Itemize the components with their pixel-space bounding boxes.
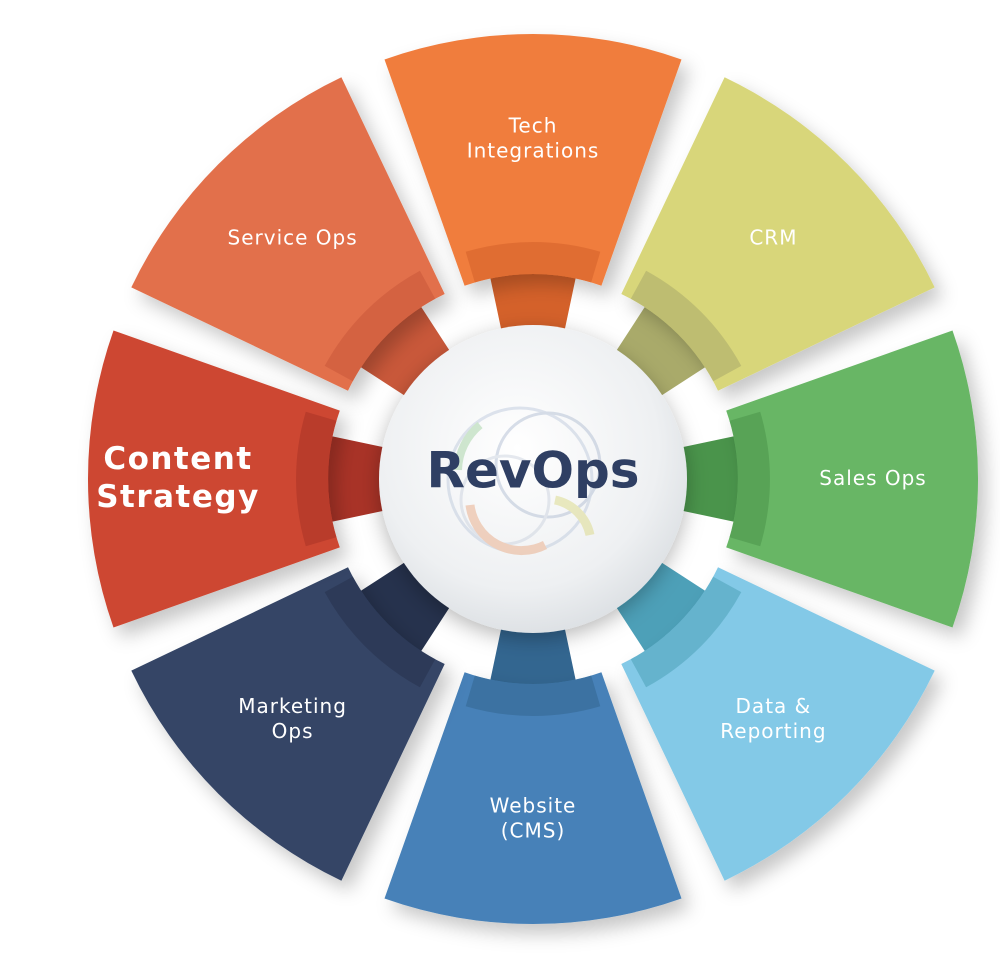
segment-label-line: (CMS) [501, 818, 566, 842]
segment-block [384, 672, 682, 925]
segment-label-line: Ops [272, 718, 314, 742]
watermark-logo-icon [446, 406, 602, 556]
segment-label-line: Content [103, 441, 252, 477]
segment-neck [489, 625, 577, 688]
segment-label-line: Strategy [96, 479, 260, 515]
segment-neck [679, 435, 742, 523]
segment-inner-band [630, 576, 742, 688]
segment-sales-ops: Sales Ops [679, 330, 979, 628]
segment-inner-band [630, 270, 742, 382]
segment-block [384, 33, 682, 286]
segment-service-ops: Service Ops [131, 77, 452, 398]
segment-label-line: Website [490, 793, 577, 817]
segment-inner-band [324, 270, 436, 382]
segment-inner-band [729, 411, 770, 547]
segment-label: CRM [749, 225, 797, 249]
segment-inner-band [324, 576, 436, 688]
segment-website-cms: Website(CMS) [384, 625, 682, 925]
segment-label: Data &Reporting [720, 693, 826, 742]
segment-neck [358, 304, 452, 398]
segment-inner-band [465, 242, 601, 283]
segment-label: Service Ops [228, 225, 358, 249]
segment-neck [324, 435, 387, 523]
segment-crm: CRM [614, 77, 935, 398]
center-hub: RevOps [379, 325, 687, 633]
segment-block [726, 330, 979, 628]
center-hub-disc [379, 325, 687, 633]
segment-neck [614, 560, 708, 654]
segment-data-reporting: Data &Reporting [614, 560, 935, 881]
segment-label-line: CRM [749, 225, 797, 249]
segment-label-line: Data & [736, 693, 812, 717]
segment-label-line: Marketing [238, 693, 347, 717]
segment-inner-band [296, 411, 337, 547]
segment-block [87, 330, 340, 628]
segment-neck [614, 304, 708, 398]
segment-label: Website(CMS) [490, 793, 577, 842]
segment-label-line: Sales Ops [819, 466, 926, 490]
segment-neck [358, 560, 452, 654]
segment-label-line: Integrations [467, 138, 600, 162]
segment-label: Sales Ops [819, 466, 926, 490]
segment-inner-band [465, 675, 601, 716]
segment-label-line: Service Ops [228, 225, 358, 249]
segment-neck [489, 270, 577, 333]
center-label: RevOps [426, 442, 639, 500]
segment-label-line: Tech [508, 113, 558, 137]
segment-label-line: Reporting [720, 718, 826, 742]
